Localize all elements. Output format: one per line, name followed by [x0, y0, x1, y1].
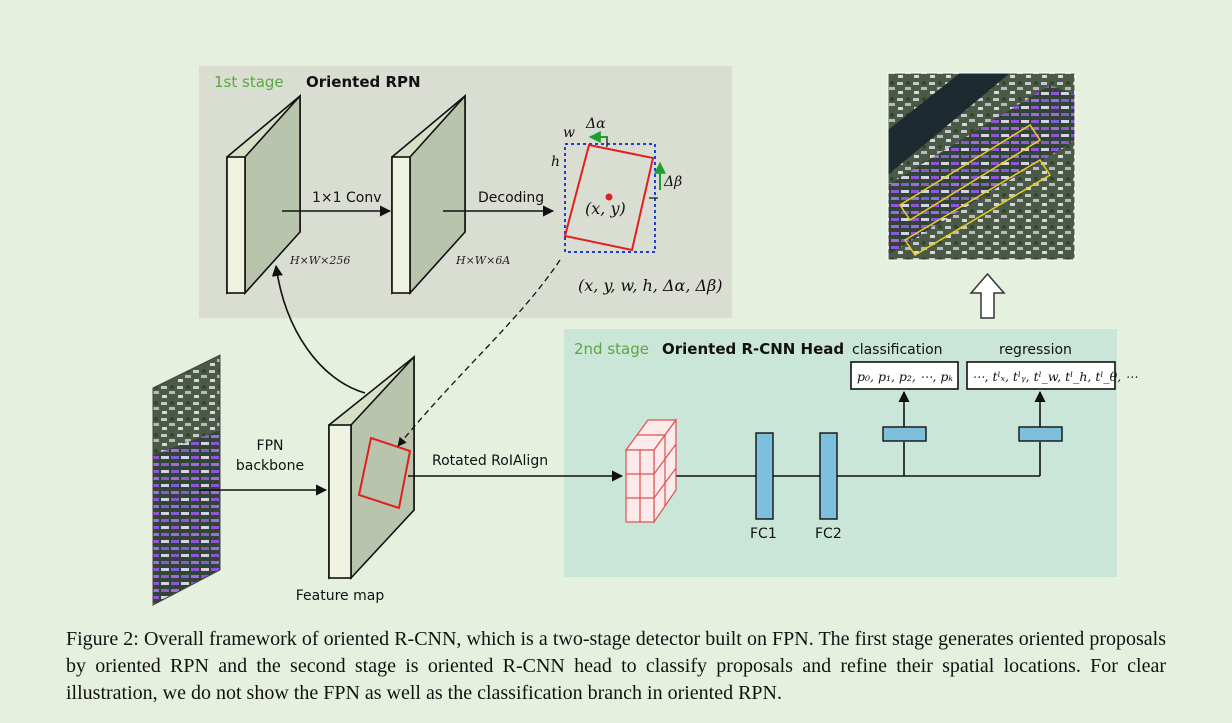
roialign-label: Rotated RoIAlign: [432, 453, 548, 469]
classification-output-box: [850, 361, 959, 390]
center-point: [605, 193, 613, 201]
detection-result-image: [887, 72, 1076, 261]
feature-map-1-dims: H×W×256: [289, 254, 350, 267]
fc1-label: FC1: [750, 526, 777, 542]
figure-caption: Figure 2: Overall framework of oriented …: [66, 628, 1166, 704]
fc2-label: FC2: [815, 526, 842, 542]
stage1-tag: 1st stage: [214, 73, 284, 91]
stage2-tag: 2nd stage: [574, 340, 649, 358]
feature-map-2-dims: H×W×6A: [455, 254, 510, 267]
fpn-label-line1: FPN: [257, 438, 284, 454]
delta-beta-label: Δβ: [663, 174, 682, 190]
regression-output: ⋯, tˡₓ, tˡᵧ, tˡ_w, tˡ_h, tˡ_θ, ⋯: [972, 369, 1138, 384]
feature-map-proposal: [357, 436, 412, 510]
to-rpn-arrow: [271, 264, 366, 394]
reg-fc-layer: [1018, 426, 1063, 442]
feature-map: [328, 354, 415, 581]
fc2-layer: [819, 432, 838, 520]
oriented-proposal: [563, 143, 655, 252]
input-aerial-image: [152, 354, 221, 606]
stage1-title: Oriented RPN: [306, 73, 421, 91]
decoding-label: Decoding: [478, 190, 544, 206]
fc1-layer: [755, 432, 774, 520]
regression-output-box: [966, 361, 1116, 390]
conv-label: 1×1 Conv: [312, 190, 382, 206]
cls-fc-layer: [882, 426, 927, 442]
fpn-label-line2: backbone: [236, 458, 304, 474]
classification-label: classification: [852, 342, 943, 358]
center-label: (x, y): [585, 199, 626, 218]
box-params: (x, y, w, h, Δα, Δβ): [578, 276, 723, 295]
stage2-title: Oriented R-CNN Head: [662, 340, 844, 358]
delta-alpha-label: Δα: [585, 116, 606, 132]
feature-map-1: [226, 93, 301, 296]
feature-map-2: [391, 93, 466, 296]
proposal-dashed-arrow: [397, 259, 561, 447]
classification-output: p₀, p₁, p₂, ⋯, pₖ: [857, 369, 953, 384]
roi-feature-grid: [624, 418, 678, 524]
width-label: w: [563, 125, 575, 141]
height-label: h: [551, 154, 560, 170]
feature-map-label: Feature map: [296, 588, 385, 604]
output-up-arrow: [969, 272, 1006, 319]
regression-label: regression: [999, 342, 1072, 358]
